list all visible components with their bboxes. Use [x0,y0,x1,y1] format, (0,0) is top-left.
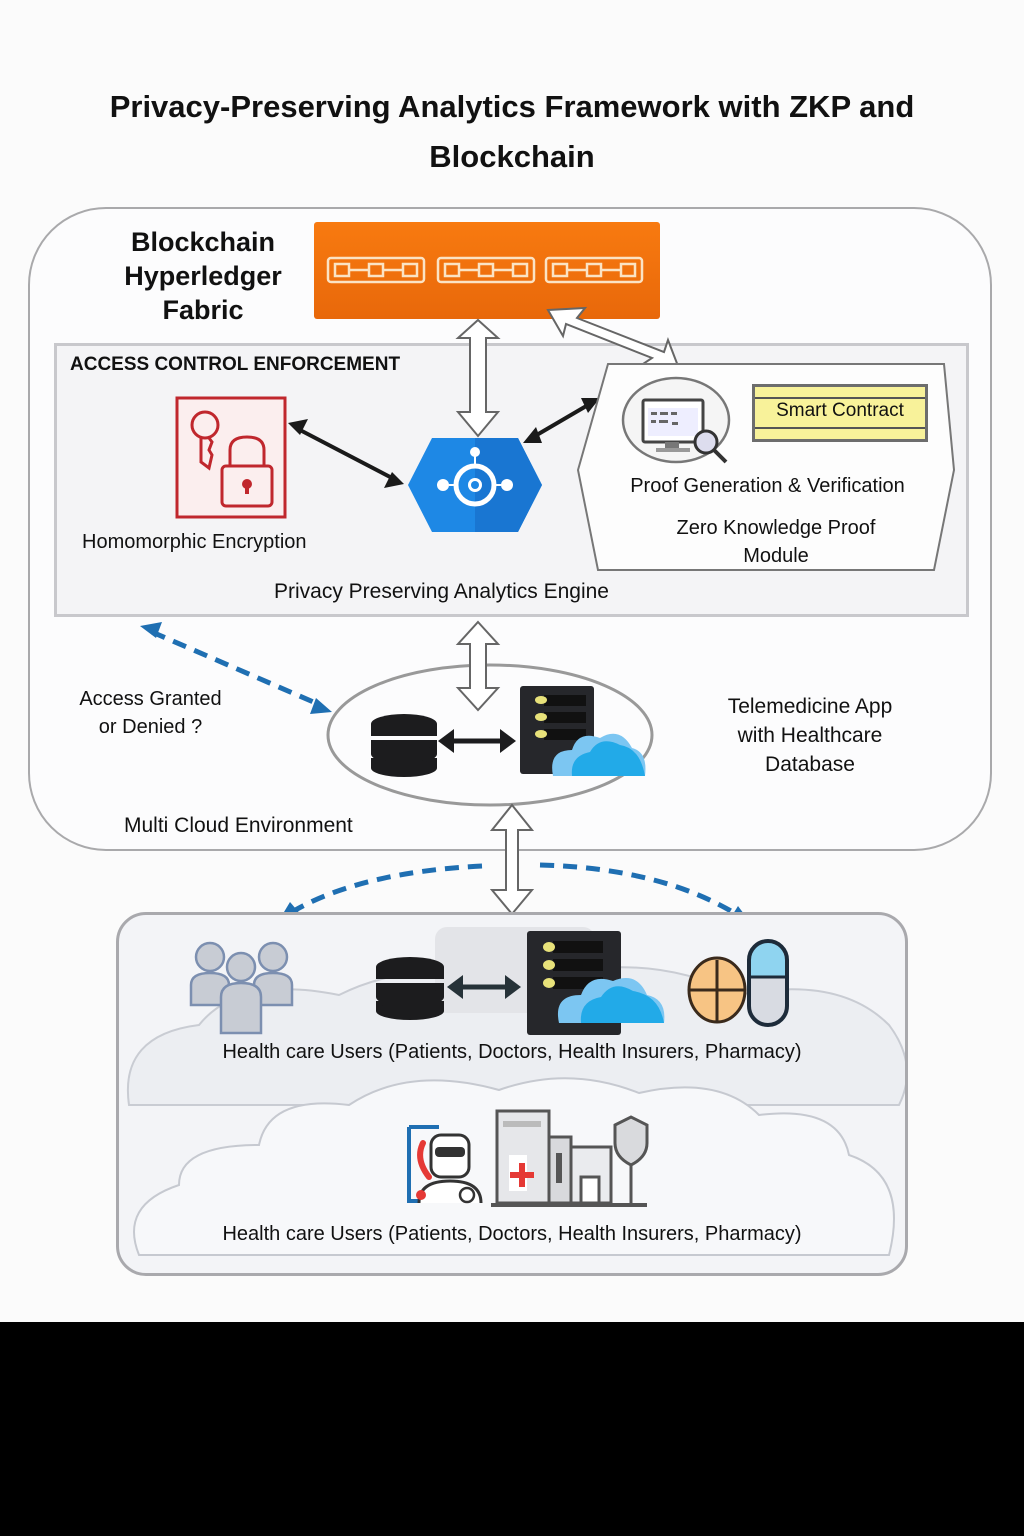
access-decision-label: Access Granted or Denied ? [48,685,253,741]
analytics-engine-label: Privacy Preserving Analytics Engine [274,580,609,603]
smart-contract-label: Smart Contract [776,400,904,421]
insurance-shield-icon [613,1115,649,1203]
cloud-icon [552,733,646,776]
access-decision-line: Access Granted [79,688,222,710]
bottom-black-band [0,1322,1024,1536]
healthcare-users-label-2: Health care Users (Patients, Doctors, He… [222,1223,802,1245]
access-decision-dashed-arrow [140,622,332,714]
telehealth-doctor-icon [407,1125,483,1204]
diagram-title: Privacy-Preserving Analytics Framework w… [0,82,1024,182]
blockchain-label-line: Blockchain [130,227,276,257]
chain-links-icon [326,256,644,284]
blockchain-label-line: Hyperledger [124,261,282,291]
hospital-icon [491,1109,647,1207]
title-line-1: Privacy-Preserving Analytics Framework w… [109,89,915,124]
access-decision-line: or Denied ? [98,716,203,738]
proof-generation-label: Proof Generation & Verification [630,475,905,497]
blockchain-ledger-box [314,222,660,319]
users-panel-graphics [126,927,905,1256]
cloud-icon [557,978,665,1023]
zkp-module-label-line: Zero Knowledge Proof [676,517,876,539]
double-arrow-engine-zkp [523,398,600,443]
multi-cloud-label: Multi Cloud Environment [124,814,353,837]
double-arrow-blockchain-engine [455,318,501,438]
zkp-module-label: Zero Knowledge Proof Module [620,514,932,570]
diagram-graphics [140,306,956,922]
telemedicine-label-line: with Healthcare [737,724,883,747]
database-icon [371,714,437,777]
telemedicine-label: Telemedicine App with Healthcare Databas… [690,692,930,779]
telemedicine-label-line: Database [765,753,855,776]
pills-icon [687,939,789,1027]
zkp-module-label-line: Module [743,545,809,567]
double-arrow-db-server [447,975,521,999]
healthcare-users-label-1: Health care Users (Patients, Doctors, He… [222,1041,802,1063]
key-lock-icon [175,396,287,519]
access-control-label: ACCESS CONTROL ENFORCEMENT [70,354,401,375]
double-arrow-blockchain-zkp [546,306,680,367]
smart-contract-box [752,384,928,442]
people-group-icon [189,941,294,1035]
double-arrow-db-server [438,729,516,753]
database-icon [376,957,444,1020]
monitor-search-icon [621,376,731,464]
title-line-2: Blockchain [429,139,595,174]
double-arrow-cloud-users [489,803,535,916]
telemedicine-label-line: Telemedicine App [727,695,893,718]
diagram-canvas: Privacy-Preserving Analytics Framework w… [0,0,1024,1322]
double-arrow-encryption-engine [288,419,404,488]
blockchain-label-line: Fabric [162,295,244,325]
healthcare-users-panel [116,912,908,1276]
blockchain-label: Blockchain Hyperledger Fabric [96,225,310,327]
homomorphic-encryption-label: Homomorphic Encryption [82,531,307,553]
double-arrow-engine-telemedicine [455,620,501,712]
analytics-hexagon-icon [408,438,542,532]
